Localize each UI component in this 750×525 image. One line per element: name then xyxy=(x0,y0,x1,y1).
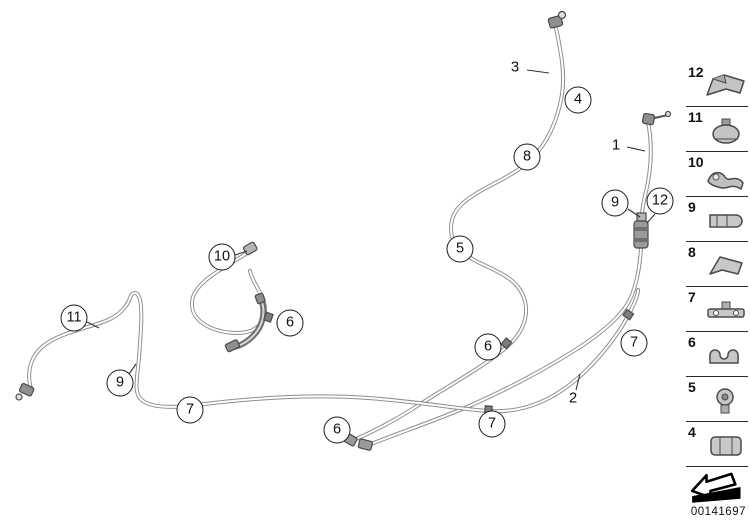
mount-bracket-icon xyxy=(704,294,748,328)
sidebar-part-9[interactable]: 9 xyxy=(686,197,748,242)
rubber-mount-icon xyxy=(704,429,748,463)
leader-line xyxy=(626,146,646,152)
callout-6[interactable]: 6 xyxy=(323,416,351,444)
direction-arrow-icon xyxy=(690,472,741,503)
leader-line xyxy=(575,373,581,391)
leader-line xyxy=(646,213,656,224)
tube-clip-icon xyxy=(704,339,748,373)
callout-9[interactable]: 9 xyxy=(106,369,134,397)
clamp-icon xyxy=(704,114,748,148)
quick-connector-right xyxy=(641,110,672,126)
quick-connector-top xyxy=(547,10,567,29)
callout-5[interactable]: 5 xyxy=(446,235,474,263)
callout-7[interactable]: 7 xyxy=(478,410,506,438)
leader-line xyxy=(128,363,137,375)
callout-8[interactable]: 8 xyxy=(513,143,541,171)
part-number: 8 xyxy=(688,244,696,260)
sidebar-part-10[interactable]: 10 xyxy=(686,152,748,197)
callout-6[interactable]: 6 xyxy=(276,309,304,337)
parts-sidebar: 12 11 10 9 8 7 6 5 4 xyxy=(686,62,748,467)
part-number: 9 xyxy=(688,199,696,215)
hose-end-fitting xyxy=(224,292,266,353)
vacuum-line-upper xyxy=(369,120,653,446)
inline-coupler xyxy=(633,212,649,249)
sidebar-part-4[interactable]: 4 xyxy=(686,422,748,467)
sidebar-part-7[interactable]: 7 xyxy=(686,287,748,332)
sidebar-part-11[interactable]: 11 xyxy=(686,107,748,152)
holder-icon xyxy=(704,159,748,193)
direction-arrow-button[interactable] xyxy=(686,470,748,504)
part-number: 4 xyxy=(688,424,696,440)
callout-10[interactable]: 10 xyxy=(208,243,236,271)
diagram-id: 00141697 xyxy=(690,506,746,518)
callout-7[interactable]: 7 xyxy=(176,396,204,424)
sidebar-part-8[interactable]: 8 xyxy=(686,242,748,287)
callout-9[interactable]: 9 xyxy=(601,189,629,217)
part-number: 12 xyxy=(688,64,704,80)
label-3: 3 xyxy=(510,58,520,76)
part-number: 7 xyxy=(688,289,696,305)
part-number: 5 xyxy=(688,379,696,395)
part-number: 6 xyxy=(688,334,696,350)
joint-fittings-bottom xyxy=(343,433,374,451)
callout-12[interactable]: 12 xyxy=(646,187,674,215)
part-number: 11 xyxy=(688,109,703,125)
bracket-icon xyxy=(704,69,748,103)
callout-4[interactable]: 4 xyxy=(564,86,592,114)
part-number: 10 xyxy=(688,154,704,170)
leader-line xyxy=(526,69,550,74)
angle-clip-icon xyxy=(704,249,748,283)
leader-line xyxy=(627,208,641,218)
sidebar-part-6[interactable]: 6 xyxy=(686,332,748,377)
callout-11[interactable]: 11 xyxy=(60,304,88,332)
grommet-icon xyxy=(704,384,748,418)
sidebar-part-5[interactable]: 5 xyxy=(686,377,748,422)
leader-line xyxy=(234,250,248,256)
callout-6[interactable]: 6 xyxy=(474,333,502,361)
connector-bottom-left xyxy=(15,382,35,401)
leader-lines xyxy=(86,69,656,391)
clip-icon xyxy=(704,204,748,238)
label-2: 2 xyxy=(568,389,578,407)
leader-line xyxy=(86,321,100,329)
sidebar-part-12[interactable]: 12 xyxy=(686,62,748,107)
fuel-line-front xyxy=(352,26,566,442)
label-1: 1 xyxy=(611,136,621,154)
callout-7[interactable]: 7 xyxy=(620,329,648,357)
